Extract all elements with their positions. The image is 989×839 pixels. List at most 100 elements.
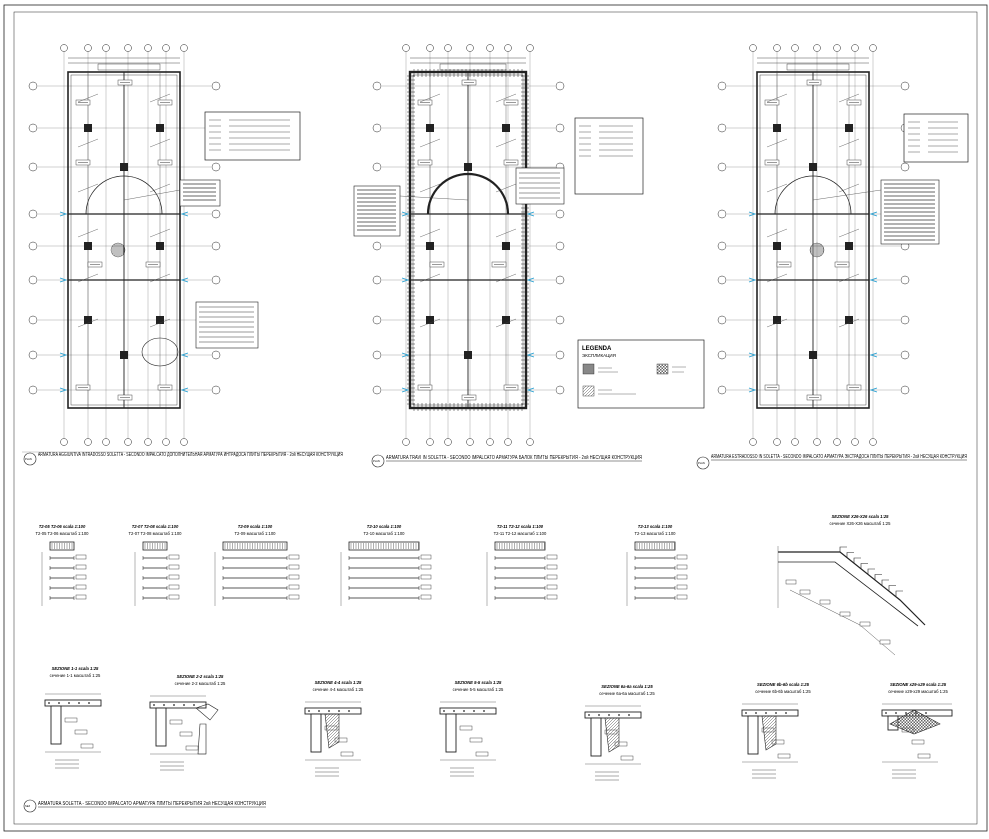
grid-bubble <box>851 438 859 446</box>
grid-bubble <box>402 438 410 446</box>
grid-bubble <box>180 438 188 446</box>
grid-bubble <box>851 44 859 52</box>
slab-section-subtitle: сечение 4-4 масштаб 1:25 <box>313 687 364 692</box>
grid-bubble <box>555 241 565 251</box>
plan-title-2-marker: PLAN <box>373 459 380 463</box>
grid-bubble <box>749 44 757 52</box>
legend-swatch-check <box>656 363 669 375</box>
column <box>120 351 128 359</box>
stair-section-title: SEZIONE X26-X26 scala 1:25 <box>831 514 889 519</box>
section-marker <box>748 211 757 217</box>
beam-section-subtitle: T2-07 T2-08 масштаб 1:100 <box>128 531 182 536</box>
grid-bubble <box>717 275 727 285</box>
grid-bubble <box>717 209 727 219</box>
section-marker <box>180 211 189 217</box>
grid-bubble <box>84 44 92 52</box>
plan-title-3-text: ARMATURA ESTRADOSSO IN SOLETTA - SECONDO… <box>711 453 967 460</box>
slab-section-title: SEZIONE 6b-6b scala 1:25 <box>757 682 810 687</box>
grid-bubble <box>555 209 565 219</box>
grid-bubble <box>124 44 132 52</box>
grid-bubble <box>211 209 221 219</box>
grid-bubble <box>504 438 512 446</box>
grid-bubble <box>28 385 38 395</box>
section-marker <box>869 352 878 358</box>
plan-title-1-text: ARMATURA AGGIUNTIVA INTRADOSSO SOLETTA -… <box>38 451 343 458</box>
grid-bubble <box>791 438 799 446</box>
column <box>809 351 817 359</box>
section-marker <box>59 211 68 217</box>
grid-bubble <box>555 275 565 285</box>
section-marker <box>526 352 535 358</box>
legend-box: LEGENDA ЭКСПЛИКАЦИЯ <box>577 339 705 409</box>
grid-bubble <box>526 44 534 52</box>
sheet-inner-border <box>13 11 978 825</box>
grid-bubble <box>28 123 38 133</box>
section-marker <box>748 352 757 358</box>
grid-bubble <box>869 438 877 446</box>
grid-bubble <box>144 44 152 52</box>
section-marker <box>180 277 189 283</box>
grid-bubble <box>372 350 382 360</box>
column <box>773 316 781 324</box>
beam-section-subtitle: T2-09 масштаб 1:100 <box>234 531 276 536</box>
beam-section-title: T2-13 scala 1:100 <box>638 524 673 529</box>
floor-plan-2 <box>353 44 644 446</box>
section-marker <box>869 277 878 283</box>
grid-bubble <box>791 44 799 52</box>
legend-title: LEGENDA <box>582 346 612 352</box>
opening-circle <box>110 242 126 258</box>
grid-bubble <box>402 44 410 52</box>
grid-bubble <box>84 438 92 446</box>
sections-title-marker: SEZ <box>25 804 30 808</box>
slab-section-title: SEZIONE 4-4 scala 1:25 <box>315 680 362 685</box>
grid-bubble <box>717 123 727 133</box>
grid-bubble <box>28 209 38 219</box>
sections-title-text: ARMATURA SOLETTA - SECONDO IMPALCATO АРМ… <box>38 800 266 807</box>
grid-bubble <box>28 241 38 251</box>
grid-bubble <box>813 44 821 52</box>
beam-section-title: T2-10 scala 1:100 <box>367 524 402 529</box>
grid-bubble <box>773 438 781 446</box>
legend-swatch-hatch <box>582 385 595 397</box>
grid-bubble <box>28 275 38 285</box>
grid-bubble <box>372 275 382 285</box>
section-marker <box>401 387 410 393</box>
column <box>464 351 472 359</box>
grid-bubble <box>211 162 221 172</box>
grid-bubble <box>900 81 910 91</box>
grid-bubble <box>717 350 727 360</box>
column <box>773 124 781 132</box>
grid-bubble <box>486 438 494 446</box>
section-marker <box>526 387 535 393</box>
column <box>156 124 164 132</box>
grid-bubble <box>869 44 877 52</box>
column <box>502 124 510 132</box>
section-marker <box>401 277 410 283</box>
beam-section-title: T2-07 T2-08 scala 1:100 <box>132 524 179 529</box>
section-marker <box>748 277 757 283</box>
slab-section-6: SEZIONE 6b-6b scala 1:25 сечение 6b-6b ма… <box>741 682 811 779</box>
beam-section-subtitle: T2-13 масштаб 1:100 <box>634 531 676 536</box>
legend-swatch-grey <box>582 363 595 375</box>
section-marker <box>59 277 68 283</box>
grid-bubble <box>211 350 221 360</box>
column <box>502 316 510 324</box>
slab-section-subtitle: сечение 6a-6a масштаб 1:25 <box>599 691 655 696</box>
section-marker <box>59 352 68 358</box>
grid-bubble <box>717 241 727 251</box>
grid-bubble <box>717 81 727 91</box>
column <box>84 242 92 250</box>
slab-section-subtitle: сечение 6b-6b масштаб 1:25 <box>755 689 811 694</box>
section-marker <box>526 211 535 217</box>
column <box>426 124 434 132</box>
grid-bubble <box>102 438 110 446</box>
